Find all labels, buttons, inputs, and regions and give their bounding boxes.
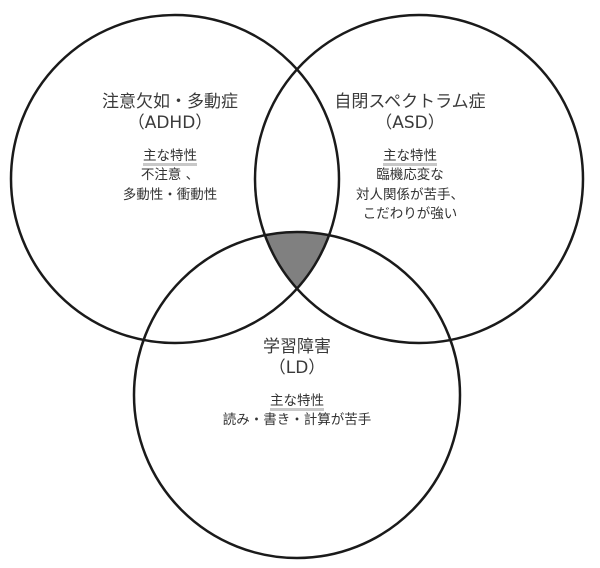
adhd-abbr: （ADHD） [127,113,213,134]
asd-title: 自閉スペクトラム症 [334,92,486,112]
ld-feature-1: 読み・書き・計算が苦手 [222,412,372,429]
asd-abbr: （ASD） [375,113,445,134]
asd-feature-1: 臨機応変な [376,167,444,184]
adhd-title: 注意欠如・多動症 [102,92,238,112]
ld-circle [132,230,462,560]
ld-label-group: 学習障害 （LD） 主な特性 読み・書き・計算が苦手 [187,337,407,431]
asd-feature-3: こだわりが強い [362,206,458,223]
ld-abbr: （LD） [268,358,326,379]
asd-feature-heading: 主な特性 [383,148,437,167]
adhd-feature-1: 不注意 、 [140,167,200,184]
ld-title: 学習障害 [263,337,331,357]
adhd-feature-heading: 主な特性 [143,148,197,167]
ld-feature-heading: 主な特性 [270,393,324,412]
adhd-circle [9,13,341,345]
asd-label-group: 自閉スペクトラム症 （ASD） 主な特性 臨機応変な 対人関係が苦手、 こだわり… [300,92,520,225]
adhd-label-group: 注意欠如・多動症 （ADHD） 主な特性 不注意 、 多動性・衝動性 [60,92,280,205]
adhd-feature-2: 多動性・衝動性 [122,186,218,203]
asd-circle [253,13,585,345]
asd-feature-2: 対人関係が苦手、 [356,186,464,203]
